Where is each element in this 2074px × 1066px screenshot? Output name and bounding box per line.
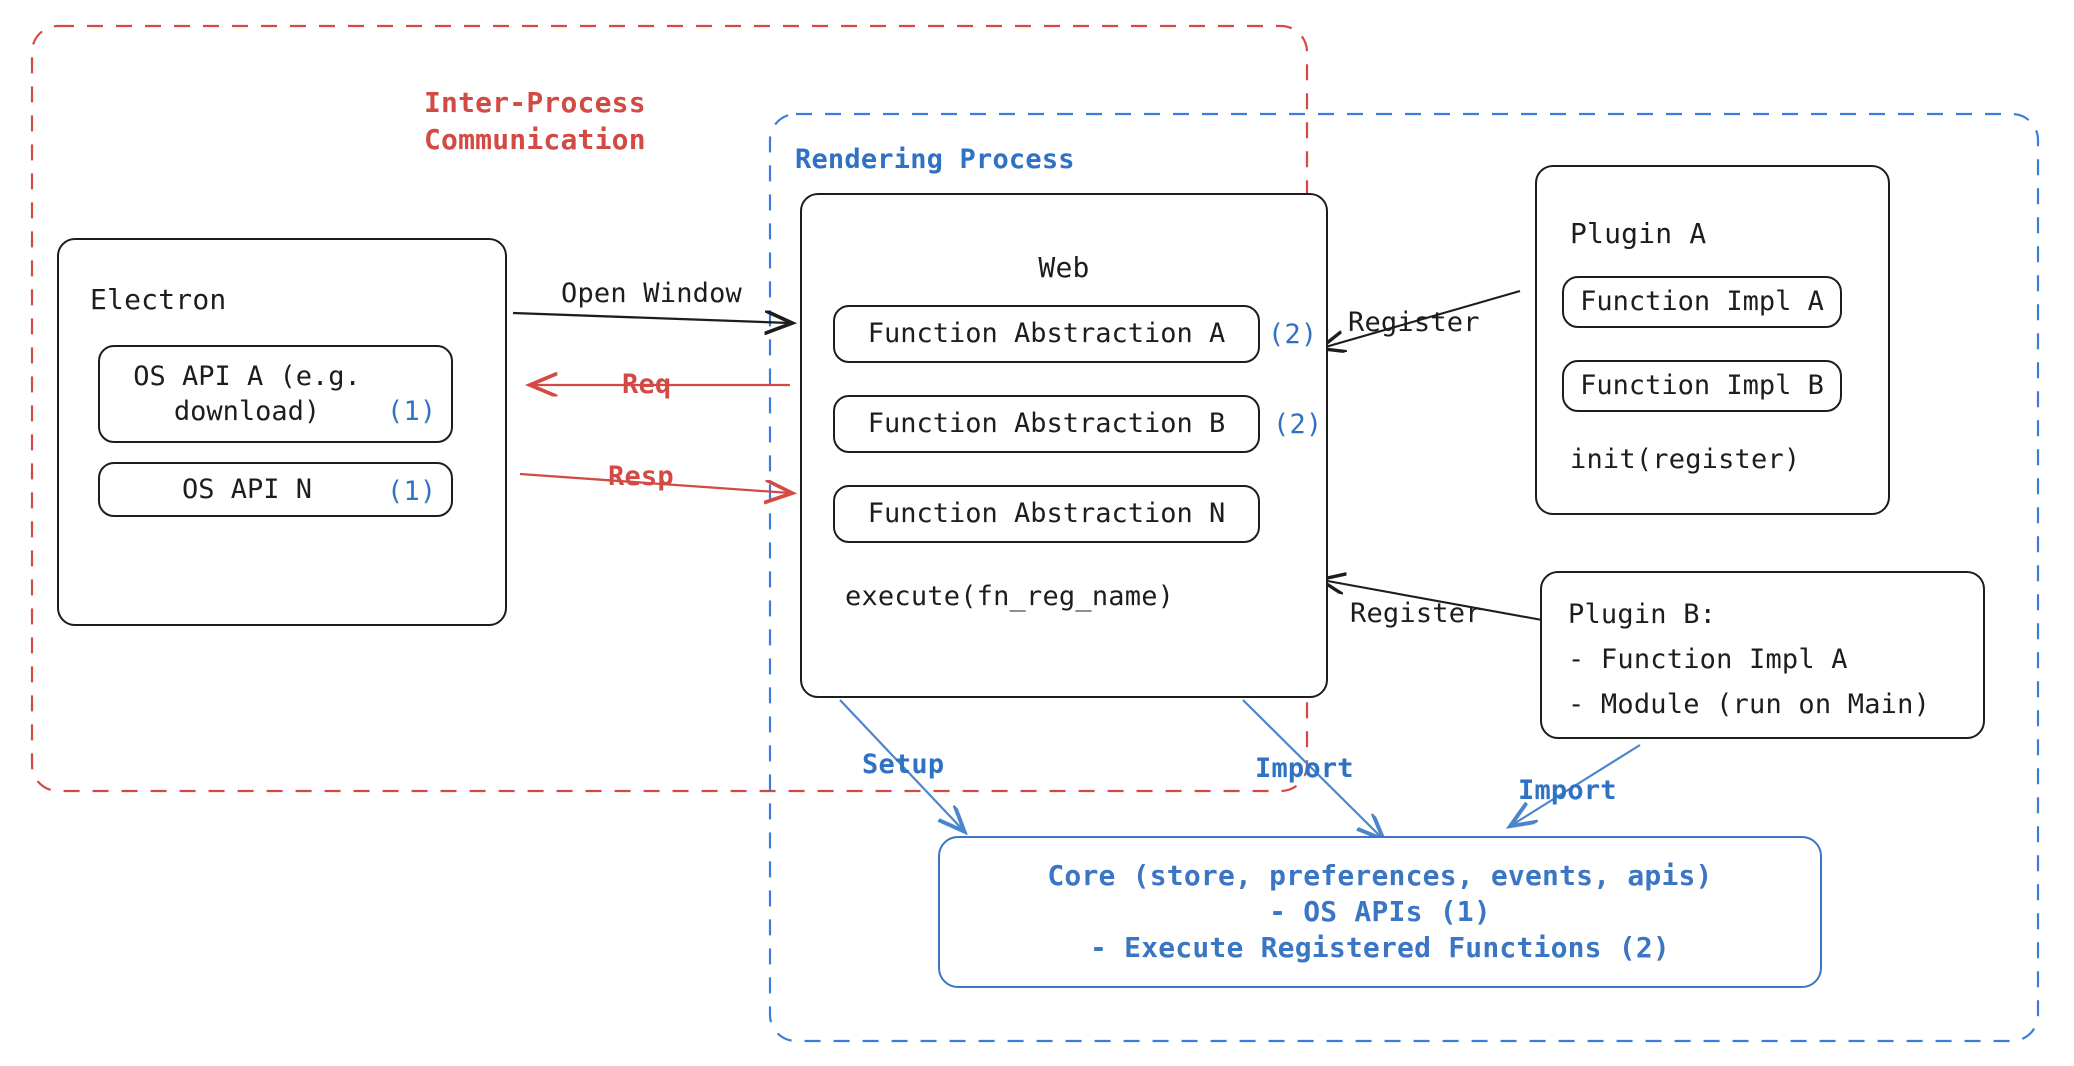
edge-label-import-plugin-b: Import (1518, 775, 1617, 806)
function-impl-b-label: Function Impl B (1580, 370, 1824, 402)
plugin-b-line-1: - Function Impl A (1568, 644, 1848, 675)
os-api-n-marker: (1) (387, 476, 437, 507)
node-plugin-a[interactable] (1535, 165, 1890, 515)
node-plugin-b[interactable] (1540, 571, 1985, 739)
node-os-api-a[interactable] (98, 345, 453, 443)
edge-label-register-a: Register (1348, 307, 1480, 338)
node-function-impl-a[interactable] (1562, 276, 1842, 328)
function-abstraction-b-label: Function Abstraction B (867, 408, 1226, 440)
node-os-api-n[interactable] (98, 462, 453, 517)
node-function-impl-b[interactable] (1562, 360, 1842, 412)
electron-title: Electron (90, 283, 227, 316)
core-line-2: - Execute Registered Functions (2) (1090, 931, 1670, 964)
os-api-a-label: OS API A (e.g. download) (133, 360, 361, 427)
node-core[interactable] (938, 836, 1822, 988)
os-api-n-label: OS API N (181, 473, 313, 505)
function-impl-a-label: Function Impl A (1580, 286, 1824, 318)
os-api-a-marker: (1) (387, 396, 437, 427)
web-title: Web (1038, 251, 1090, 284)
function-abstraction-b-marker: (2) (1273, 409, 1323, 440)
edge-open-window (512, 313, 790, 323)
edge-label-open-window: Open Window (561, 278, 743, 309)
edge-label-resp: Resp (608, 461, 674, 492)
edge-label-register-b: Register (1350, 598, 1482, 629)
plugin-b-line-2: - Module (run on Main) (1568, 689, 1931, 720)
web-execute-label: execute(fn_reg_name) (845, 581, 1175, 612)
edge-label-setup: Setup (862, 749, 945, 780)
node-function-abstraction-n[interactable] (833, 485, 1260, 543)
plugin-a-init-label: init(register) (1570, 444, 1801, 475)
function-abstraction-n-label: Function Abstraction N (867, 498, 1226, 530)
edge-label-import-web: Import (1255, 753, 1354, 784)
plugin-a-title: Plugin A (1570, 217, 1707, 250)
function-abstraction-a-label: Function Abstraction A (867, 318, 1226, 350)
core-line-0: Core (store, preferences, events, apis) (1047, 859, 1713, 892)
node-function-abstraction-b[interactable] (833, 395, 1260, 453)
edge-label-req: Req (622, 369, 672, 400)
node-function-abstraction-a[interactable] (833, 305, 1260, 363)
rendering-process-label: Rendering Process (795, 144, 1075, 175)
function-abstraction-a-marker: (2) (1268, 319, 1318, 350)
core-line-1: - OS APIs (1) (1269, 895, 1491, 928)
ipc-boundary-label: Inter-Process Communication (424, 86, 646, 157)
plugin-b-line-0: Plugin B: (1568, 599, 1717, 630)
